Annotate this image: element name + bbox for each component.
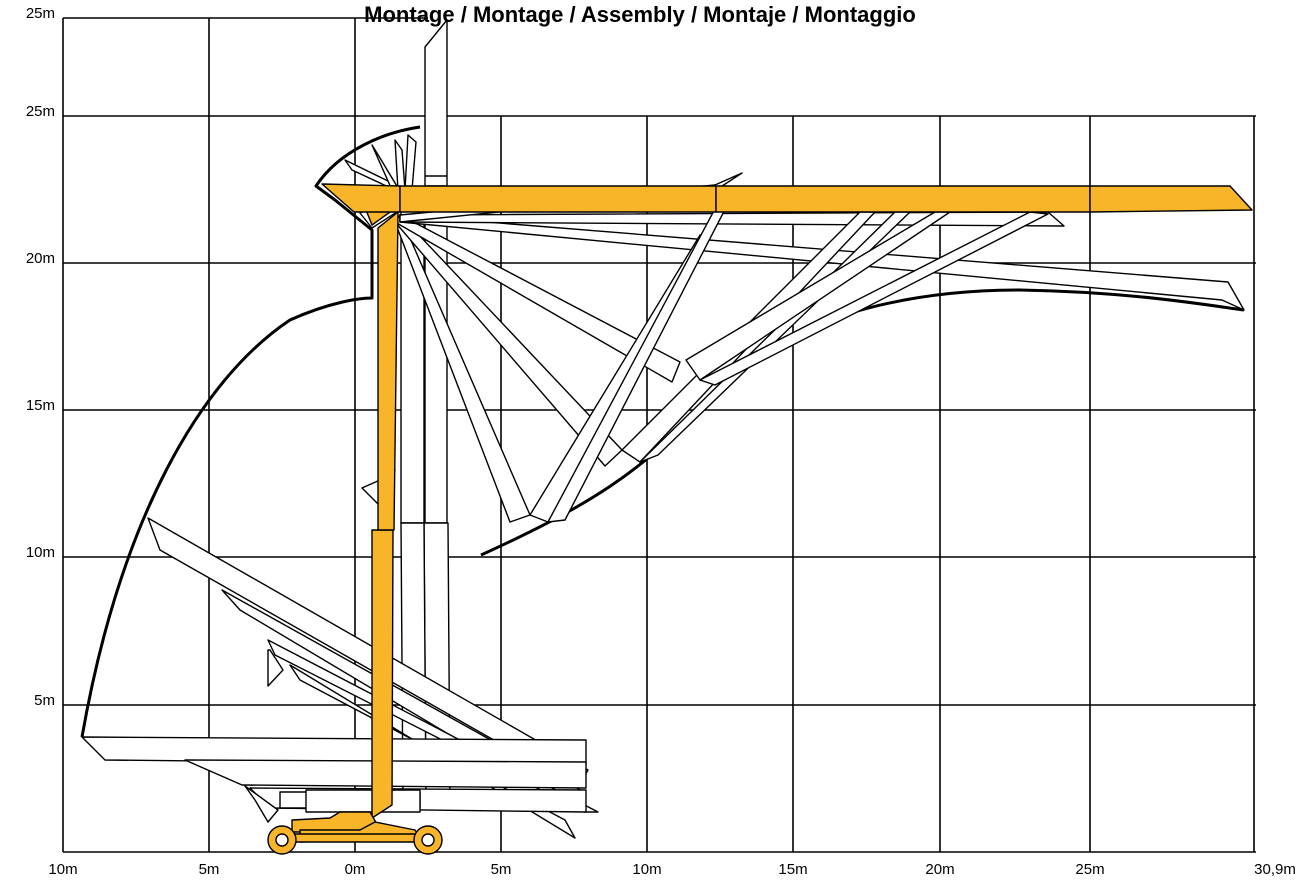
wheel-hub-icon — [421, 833, 435, 847]
x-tick-label: 25m — [1075, 861, 1104, 878]
luffing-stays — [529, 189, 1049, 523]
y-tick-label: 25m — [26, 5, 55, 22]
x-tick-label: 30,9m — [1254, 861, 1296, 878]
x-tick-label: 0m — [345, 861, 366, 878]
y-tick-label: 25m — [26, 103, 55, 120]
y-tick-label: 20m — [26, 250, 55, 267]
machine-chassis — [267, 811, 443, 855]
y-tick-label: 15m — [26, 397, 55, 414]
y-axis-labels: 5m 10m 15m 20m 25m 25m — [26, 5, 55, 709]
y-tick-label: 5m — [34, 692, 55, 709]
diagram-title: Montage / Montage / Assembly / Montaje /… — [364, 2, 916, 27]
boom-fan-upper — [394, 172, 1245, 523]
x-tick-label: 10m — [632, 861, 661, 878]
x-axis-labels: 10m 5m 0m 5m 10m 15m 20m 25m 30,9m — [48, 861, 1295, 878]
boom-fan-lower — [81, 517, 599, 839]
x-tick-label: 20m — [925, 861, 954, 878]
working-envelope-outer — [80, 125, 421, 738]
x-tick-label: 5m — [199, 861, 220, 878]
machine-main-boom — [321, 183, 1253, 819]
y-tick-label: 10m — [26, 544, 55, 561]
x-tick-label: 5m — [491, 861, 512, 878]
x-tick-label: 15m — [778, 861, 807, 878]
x-tick-label: 10m — [48, 861, 77, 878]
wheel-hub-icon — [275, 833, 289, 847]
